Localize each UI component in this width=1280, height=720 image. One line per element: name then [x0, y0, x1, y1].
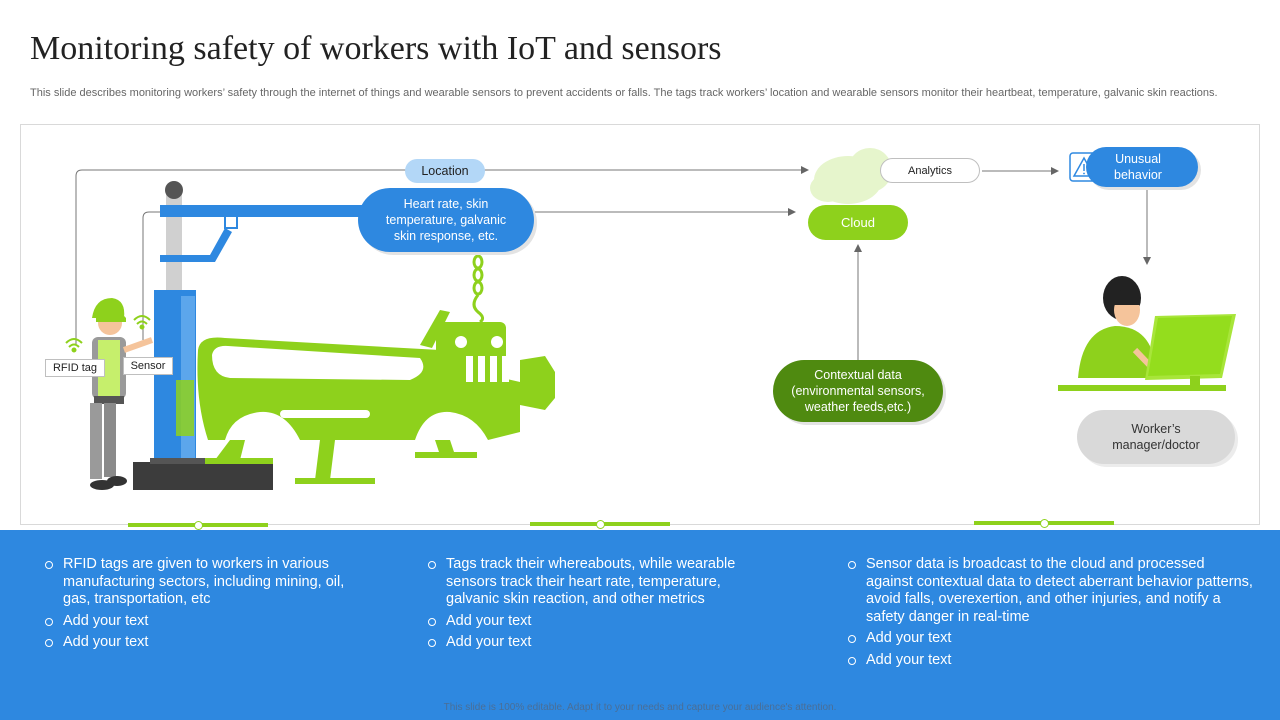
list-item: Add your text [428, 613, 768, 631]
cloud-icon [810, 148, 892, 204]
bullet-icon [428, 639, 436, 647]
list-item: Add your text [45, 613, 375, 631]
bottom-panel: RFID tags are given to workers in variou… [0, 530, 1280, 720]
column-1: RFID tags are given to workers in variou… [45, 556, 375, 656]
bullet-icon [848, 656, 856, 665]
footer-note: This slide is 100% editable. Adapt it to… [443, 702, 837, 713]
connector-dot [596, 520, 605, 529]
connector-dot [194, 521, 203, 530]
column-3: Sensor data is broadcast to the cloud an… [848, 556, 1253, 673]
list-item: RFID tags are given to workers in variou… [45, 556, 375, 609]
list-item: Add your text [848, 652, 1253, 670]
wifi-icon-rfid [65, 338, 83, 353]
column-2: Tags track their whereabouts, while wear… [428, 556, 768, 656]
manager-pill: Worker’s manager/doctor [1077, 410, 1235, 464]
diagram-canvas [65, 148, 1236, 490]
list-item: Tags track their whereabouts, while wear… [428, 556, 768, 609]
list-item: Add your text [45, 634, 375, 652]
list-item: Add your text [848, 630, 1253, 648]
bullet-icon [45, 561, 53, 569]
rfid-tag-label: RFID tag [45, 359, 105, 377]
sensor-label: Sensor [123, 357, 173, 375]
chain-icon [472, 254, 485, 324]
person-at-computer-illustration [1058, 276, 1236, 391]
page-subtitle: This slide describes monitoring workers’… [30, 87, 1218, 99]
crane-illustration [133, 181, 370, 490]
analytics-label: Analytics [880, 158, 980, 183]
contextual-data-pill: Contextual data (environmental sensors, … [773, 360, 943, 422]
wifi-icon-sensor [133, 315, 151, 330]
unusual-behavior-pill: Unusual behavior [1086, 147, 1198, 187]
bullet-icon [428, 561, 436, 569]
list-item: Add your text [428, 634, 768, 652]
bullet-icon [848, 635, 856, 643]
connector-dot [1040, 519, 1049, 528]
car-illustration [197, 310, 555, 484]
cloud-pill: Cloud [808, 205, 908, 240]
worker-illustration [90, 298, 154, 490]
sensor-line [142, 208, 796, 340]
heart-rate-pill: Heart rate, skin temperature, galvanic s… [358, 188, 534, 252]
list-item: Sensor data is broadcast to the cloud an… [848, 556, 1253, 626]
bullet-icon [848, 561, 856, 569]
bullet-icon [45, 617, 53, 626]
location-pill: Location [405, 159, 485, 183]
bullet-icon [428, 617, 436, 626]
bullet-icon [45, 639, 53, 647]
page-title: Monitoring safety of workers with IoT an… [30, 30, 722, 67]
location-line [75, 166, 809, 345]
